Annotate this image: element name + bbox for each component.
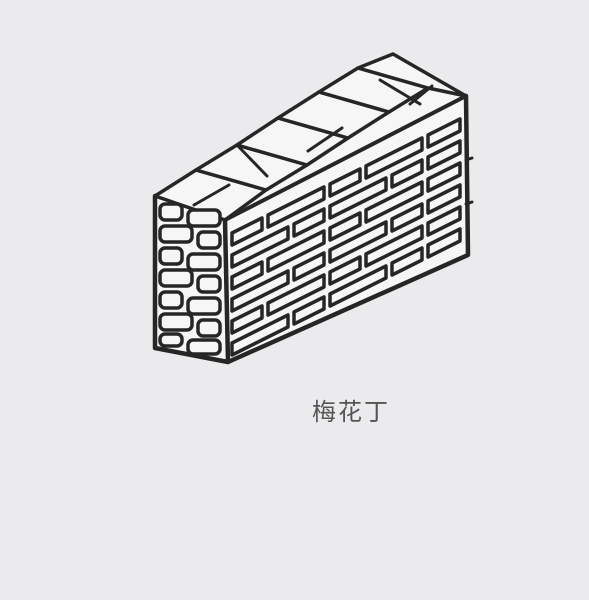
- end-brick: [158, 224, 194, 244]
- face-brick: [292, 251, 326, 282]
- face-brick: [426, 227, 462, 259]
- end-brick: [196, 274, 222, 294]
- face-brick: [426, 139, 462, 171]
- top-joint: [306, 126, 344, 153]
- face-brick: [426, 183, 462, 215]
- face-brick: [230, 304, 264, 335]
- end-brick: [186, 252, 222, 272]
- face-brick: [328, 167, 362, 198]
- face-brick: [328, 176, 388, 220]
- top-face-joints: [192, 78, 434, 207]
- end-brick: [158, 246, 184, 266]
- face-brick: [426, 205, 462, 237]
- face-brick: [364, 136, 424, 180]
- face-brick: [364, 180, 424, 224]
- end-brick: [186, 208, 222, 228]
- top-joint: [408, 84, 434, 106]
- face-brick: [328, 211, 362, 242]
- edge-mark: [464, 156, 474, 162]
- edge-mark: [464, 200, 474, 206]
- front-edge: [222, 217, 231, 365]
- face-brick: [266, 273, 326, 317]
- long-face-top-edge: [223, 94, 468, 222]
- end-brick: [158, 268, 194, 288]
- end-brick: [158, 312, 194, 332]
- face-brick: [426, 161, 462, 193]
- end-brick: [186, 296, 222, 316]
- face-brick: [426, 117, 462, 149]
- bond-pattern-label: 梅花丁: [312, 398, 390, 426]
- end-brick: [186, 338, 222, 356]
- end-brick: [196, 318, 222, 338]
- face-brick: [328, 220, 388, 264]
- face-brick: [390, 202, 424, 233]
- end-brick: [196, 230, 222, 250]
- end-brick: [158, 332, 184, 348]
- face-brick: [230, 313, 290, 357]
- end-brick: [158, 202, 184, 222]
- face-brick: [230, 225, 290, 269]
- face-brick: [230, 269, 290, 313]
- wall-end-face: [158, 202, 222, 356]
- wall-long-face: [230, 117, 462, 357]
- right-edge-marks: [464, 156, 474, 206]
- face-brick: [230, 216, 264, 247]
- face-brick: [292, 207, 326, 238]
- top-joint: [192, 183, 231, 207]
- face-brick: [292, 295, 326, 326]
- face-brick: [266, 185, 326, 229]
- face-brick: [328, 264, 388, 308]
- face-brick: [390, 158, 424, 189]
- face-brick: [390, 246, 424, 277]
- face-brick: [328, 255, 362, 286]
- end-brick: [158, 290, 184, 310]
- top-joint: [235, 143, 269, 178]
- face-brick: [266, 229, 326, 273]
- face-brick: [230, 260, 264, 291]
- face-brick: [364, 224, 424, 268]
